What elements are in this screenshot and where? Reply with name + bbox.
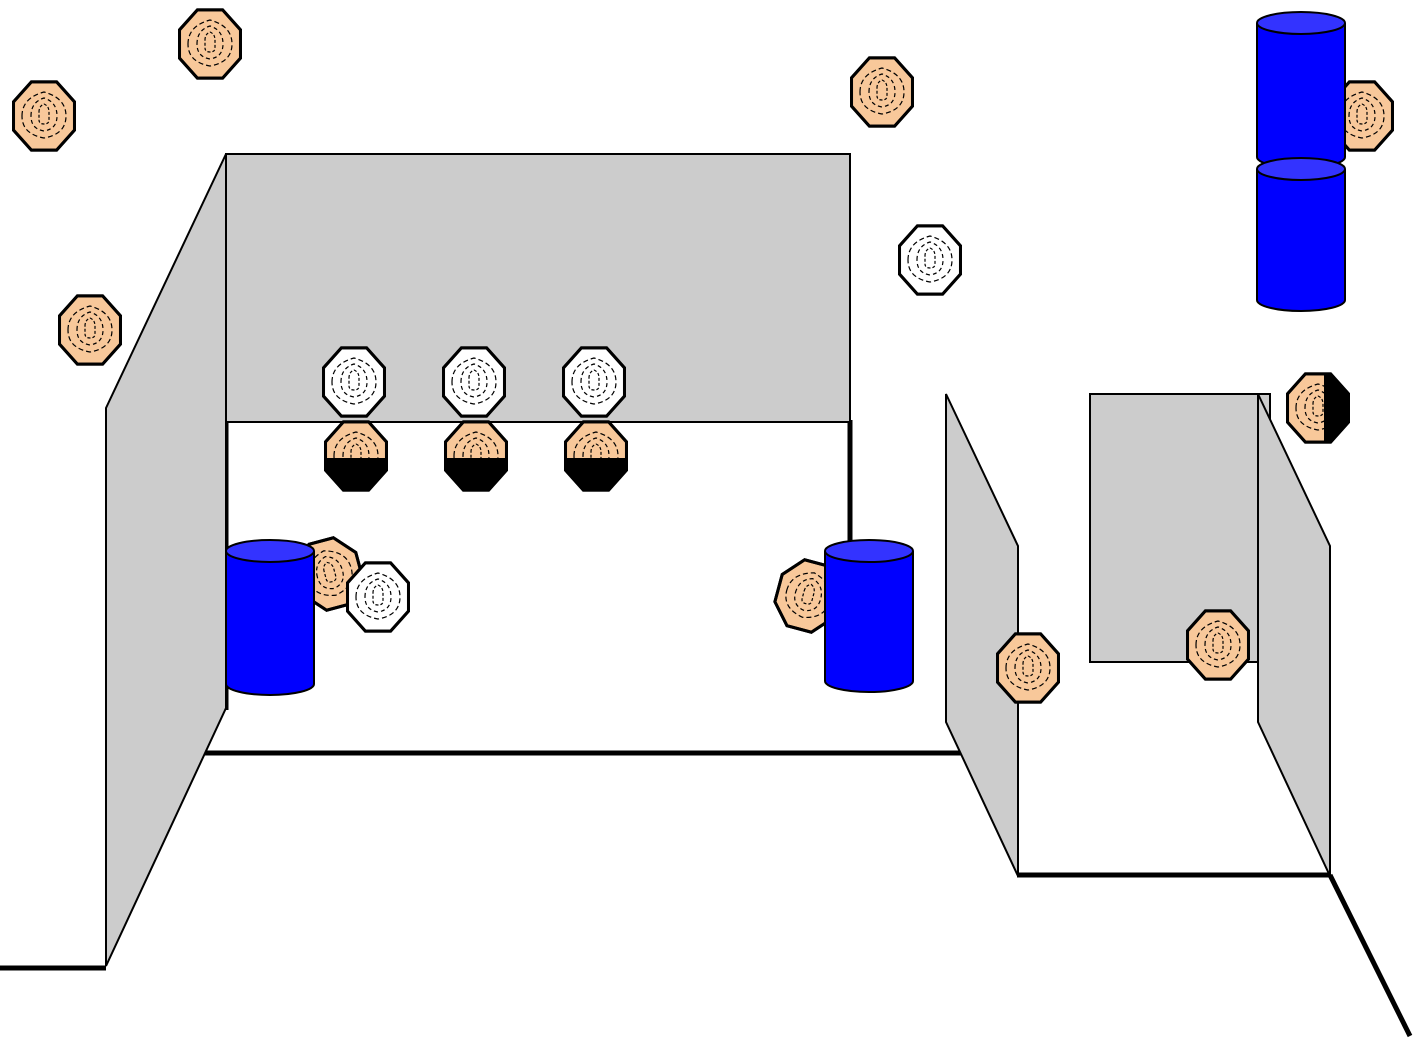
barrel-left	[225, 539, 315, 696]
target-white-top-right	[898, 224, 962, 296]
target-halfblack-row-2	[444, 420, 508, 492]
target-peach-right-panel	[1186, 609, 1250, 681]
barrel-right	[824, 539, 914, 693]
target-halfblack-row-3	[564, 420, 628, 492]
right-wall-panel-b	[1257, 393, 1331, 877]
target-white-row-1	[322, 346, 386, 418]
barrel-stack-top	[1256, 11, 1346, 169]
barrels-layer	[225, 11, 1346, 696]
target-halfblack-right	[1286, 372, 1350, 444]
target-peach-top-right	[850, 56, 914, 128]
back-wall-panel	[225, 153, 851, 423]
target-peach-left	[58, 294, 122, 366]
right-back-panel	[1089, 393, 1271, 663]
target-peach-right-wall	[996, 632, 1060, 704]
right-wall-panel-a	[945, 393, 1019, 877]
target-white-front-barrel	[346, 561, 410, 633]
target-peach-top	[178, 8, 242, 80]
target-peach-top-left	[12, 80, 76, 152]
target-white-row-2	[442, 346, 506, 418]
target-white-row-3	[562, 346, 626, 418]
left-side-wall-panel	[105, 153, 227, 967]
barrel-stack-bottom	[1256, 157, 1346, 312]
front-targets-layer	[346, 561, 410, 633]
ground-line-diagonal	[1327, 873, 1413, 1038]
target-halfblack-row-1	[324, 420, 388, 492]
